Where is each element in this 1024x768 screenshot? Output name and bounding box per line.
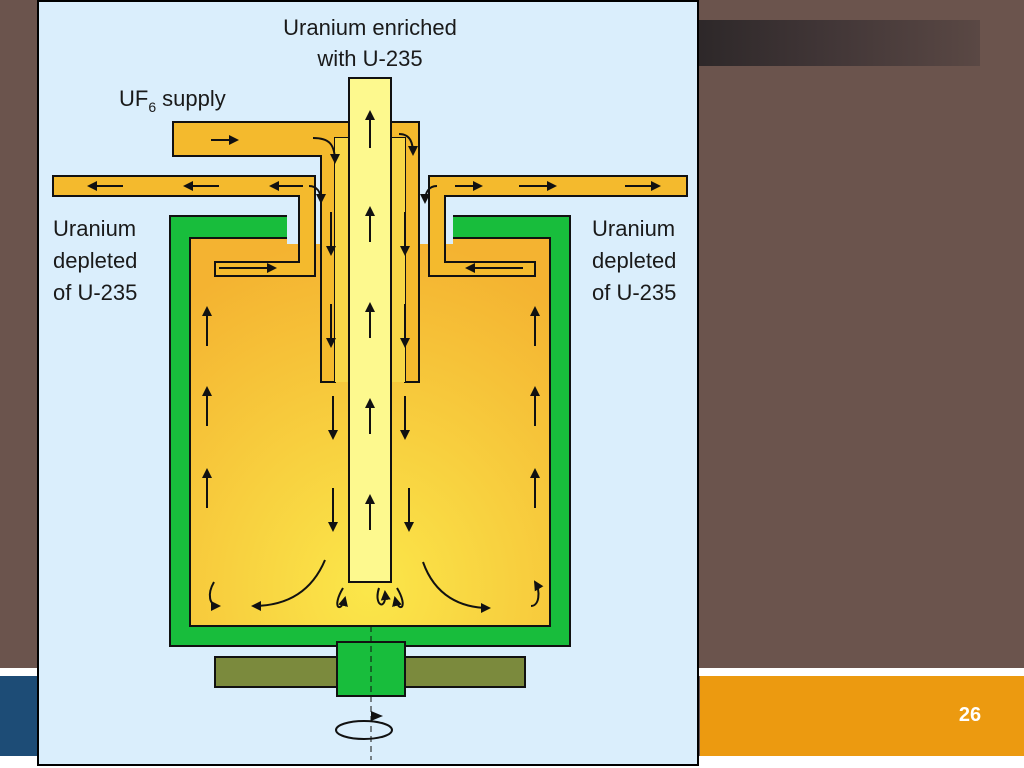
slide-title-bar [690,20,980,66]
slide-number: 26 [958,704,982,726]
rotation-icon [335,720,393,740]
slide-footer-blue [0,676,40,756]
enriched-label-line1: Uranium enriched [283,15,457,40]
depleted-right-line1: Uranium [592,216,675,241]
wall-upflow-arrows [202,306,540,508]
pipe-flow-arrows [87,133,661,273]
enriched-label-line2: with U-235 [316,46,422,71]
depleted-right-line3: of U-235 [592,280,676,305]
depleted-left-line1: Uranium [53,216,136,241]
depleted-left-line3: of U-235 [53,280,137,305]
slide-footer-orange [700,676,1024,756]
downflow-arrows [326,212,414,532]
bottom-flow-arrows [208,559,544,613]
depleted-right-line2: depleted [592,248,676,273]
right-depleted-pipe [428,175,688,277]
depleted-left-line2: depleted [53,248,137,273]
